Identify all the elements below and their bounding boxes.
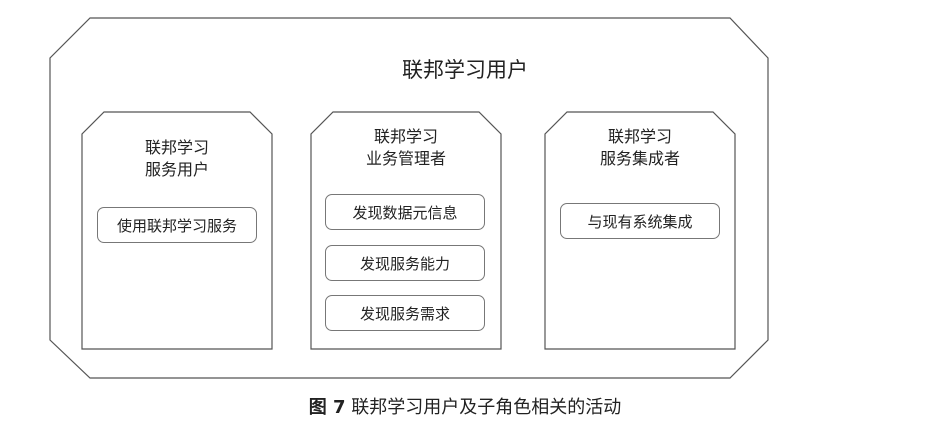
activity-discover-capability: 发现服务能力 [325, 245, 485, 281]
activity-integrate-systems: 与现有系统集成 [560, 203, 720, 239]
figure-number: 图 7 [308, 397, 346, 418]
role-title-line: 业务管理者 [365, 149, 446, 168]
role-box-service-user [81, 111, 273, 350]
role-title-service-user: 联邦学习 服务用户 [82, 137, 272, 181]
role-title-line: 服务用户 [144, 160, 209, 179]
role-title-line: 联邦学习 [607, 127, 672, 146]
figure-caption-text: 联邦学习用户及子角色相关的活动 [351, 397, 622, 418]
role-title-line: 联邦学习 [373, 127, 438, 146]
role-box-service-integrator [544, 111, 736, 350]
role-title-line: 服务集成者 [599, 149, 680, 168]
role-title-business-manager: 联邦学习 业务管理者 [311, 126, 501, 170]
outer-title: 联邦学习用户 [402, 58, 528, 82]
activity-use-service: 使用联邦学习服务 [97, 207, 257, 243]
activity-discover-metadata: 发现数据元信息 [325, 194, 485, 230]
role-title-service-integrator: 联邦学习 服务集成者 [545, 126, 735, 170]
activity-discover-demand: 发现服务需求 [325, 295, 485, 331]
figure-caption: 图 7 联邦学习用户及子角色相关的活动 [150, 393, 780, 419]
role-title-line: 联邦学习 [144, 138, 209, 157]
role-box-business-manager [310, 111, 502, 350]
outer-container [49, 17, 769, 379]
